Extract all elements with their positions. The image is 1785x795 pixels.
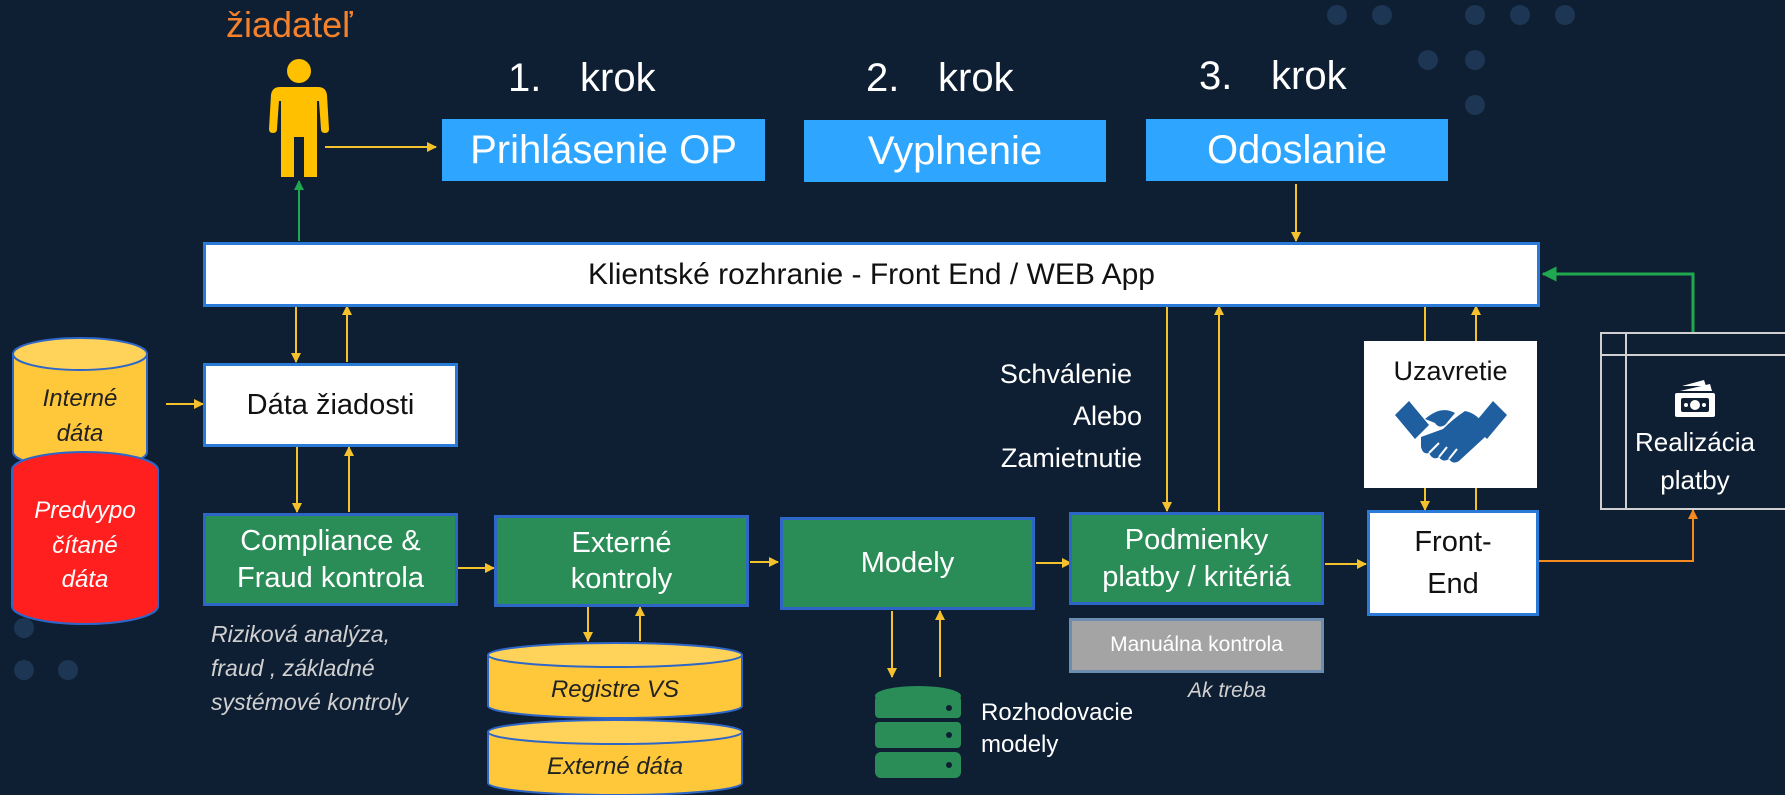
payment-conditions-box: Podmienky platby / kritériá [1069,512,1324,605]
internal-data-line1: Interné [42,385,118,413]
compliance-line2: Fraud kontrola [237,561,424,594]
precomputed-data-line1: Predvypo [34,496,136,524]
decision-line3: Zamietnutie [1000,442,1142,473]
step-3-submit: Odoslanie [1146,119,1448,181]
step-1-word: krok [580,56,656,100]
external-data-text: Externé dáta [546,752,684,780]
payment-conditions-line1: Podmienky [1124,524,1269,557]
decor-dot [1465,5,1485,25]
step-2-word: krok [938,56,1014,100]
decision-models-label: Rozhodovacie modely [981,697,1133,762]
external-checks-line2: kontroly [570,563,673,595]
payment-box-divider-v [1625,332,1627,510]
handshake-icon [1394,400,1507,463]
compliance-line1: Compliance & [240,525,421,558]
registers-text: Registre VS [550,675,680,703]
decor-dot [58,660,78,680]
data-request-box: Dáta žiadosti [203,363,458,447]
risk-note-line3: systémové kontroly [211,689,408,716]
step-2-label: Vyplnenie [867,129,1043,173]
payment-box-divider-h [1600,354,1785,356]
step-2-number: 2. [866,56,900,100]
manual-check-box: Manuálna kontrola [1069,618,1324,673]
step-1-number: 1. [508,56,542,100]
models-box: Modely [780,517,1035,610]
money-icon [1675,380,1715,417]
precomputed-data-cylinder [11,451,159,625]
precomputed-data-line2: čítané [52,531,118,559]
decor-dot [14,660,34,680]
precomputed-data-label: Predvypo čítané dáta [12,488,158,604]
registers-cylinder [487,642,743,719]
decision-line2: Alebo [1072,400,1142,431]
precomputed-data-line3: dáta [61,566,109,594]
database-icon [875,686,961,778]
decor-dot [14,618,34,638]
front-end-line1: Front- [1414,525,1492,558]
decor-dot [1372,5,1392,25]
decor-dot [1327,5,1347,25]
risk-note-line1: Riziková analýza, [211,621,390,647]
decision-models-line1: Rozhodovacie [981,699,1134,726]
compliance-box: Compliance & Fraud kontrola [203,513,458,606]
front-end-box: Front- End [1367,510,1539,616]
internal-data-line2: dáta [56,420,104,447]
step-3-word: krok [1271,54,1347,98]
closing-label: Uzavretie [1393,356,1508,386]
decor-dot [1510,5,1530,25]
decor-dot [1465,50,1485,70]
if-needed-note: Ak treba [1188,679,1267,702]
decision-models-line2: modely [981,731,1059,759]
registers-label: Registre VS [488,667,742,713]
decision-label: Schválenie Alebo Zamietnutie [940,354,1142,480]
external-data-label: Externé dáta [488,744,742,790]
applicant-label: žiadateľ [226,4,353,45]
decor-dot [1418,50,1438,70]
payment-box: Realizácia platby [1600,332,1785,510]
payment-conditions-line2: platby / kritériá [1102,560,1291,593]
front-end-bar: Klientské rozhranie - Front End / WEB Ap… [203,242,1540,307]
step-3-label: Odoslanie [1206,128,1388,172]
front-end-line2: End [1427,568,1479,600]
person-icon [269,59,329,177]
manual-check-label: Manuálna kontrola [1110,633,1283,657]
decor-dot [1465,95,1485,115]
arrow-frontend-to-payment [1538,509,1698,562]
arrow-payment-to-frontend [1541,266,1695,332]
external-checks-box: Externé kontroly [494,515,749,607]
external-checks-line1: Externé [571,526,672,559]
risk-note: Riziková analýza, fraud , základné systé… [211,617,408,719]
internal-data-label: Interné dáta [13,372,147,462]
models-label: Modely [860,547,955,580]
decision-line1: Schválenie [999,359,1132,389]
internal-data-cylinder [12,337,148,469]
step-3-number: 3. [1199,54,1233,98]
decor-dot [1555,5,1575,25]
closing-box: Uzavretie [1364,341,1537,488]
step-1-label: Prihlásenie OP [470,128,737,172]
payment-line1: Realizácia [1635,427,1755,457]
risk-note-line2: fraud , základné [211,655,375,682]
data-request-label: Dáta žiadosti [246,388,415,421]
step-1-login: Prihlásenie OP [442,119,765,181]
payment-line2: platby [1660,464,1730,495]
front-end-bar-label: Klientské rozhranie - Front End / WEB Ap… [588,257,1155,291]
step-2-fill: Vyplnenie [804,120,1106,182]
